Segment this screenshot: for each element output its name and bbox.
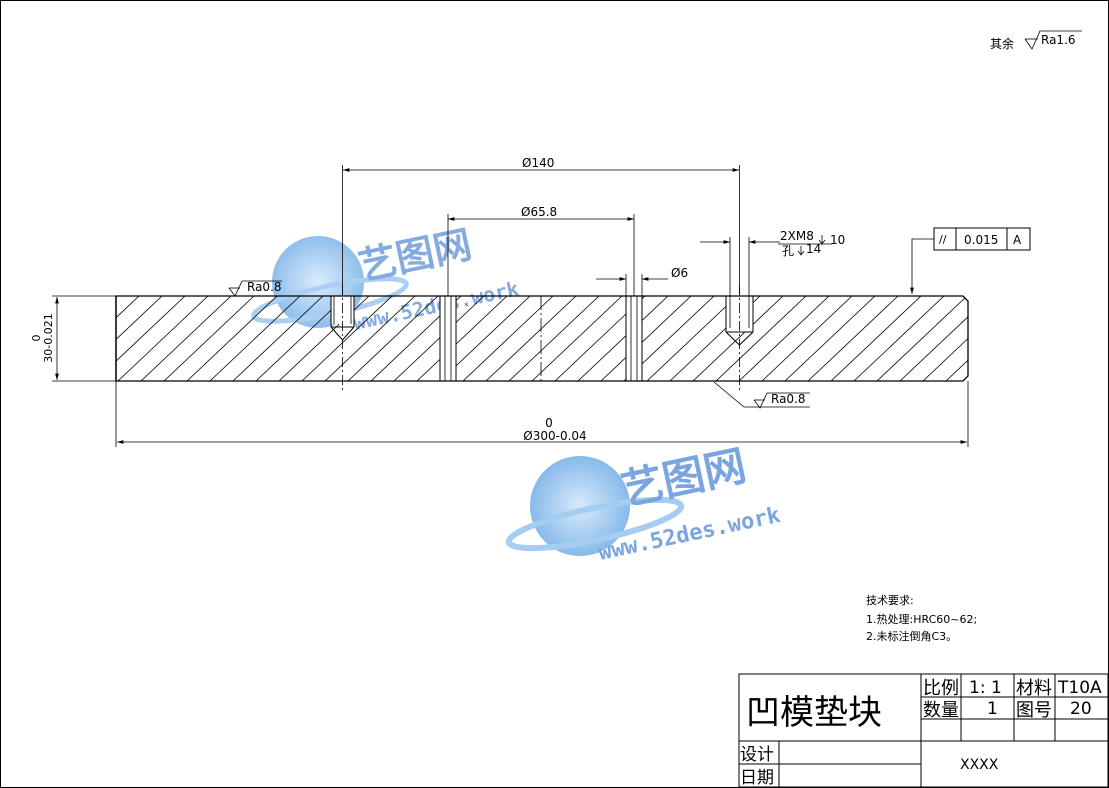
tolerance-frame: // 0.015 A bbox=[910, 227, 1031, 294]
quantity-label: 数量 bbox=[923, 700, 959, 721]
hole-label-text: 孔 bbox=[782, 244, 794, 258]
surface-finish-icon bbox=[1024, 30, 1082, 50]
drawing-no-label: 图号 bbox=[1016, 700, 1052, 721]
watermark-center: 艺图网 www.52des.work bbox=[505, 441, 783, 566]
finish-value: Ra1.6 bbox=[1041, 33, 1076, 47]
quantity-value: 1 bbox=[987, 699, 998, 719]
thickness-value-text: 30-0.021 bbox=[42, 313, 55, 362]
hatch-line bbox=[324, 296, 416, 381]
hatch-line bbox=[646, 296, 738, 381]
part-section bbox=[115, 285, 1059, 390]
tolerance-value: 0.015 bbox=[964, 233, 998, 247]
finish-top-text: Ra0.8 bbox=[247, 280, 282, 294]
dimension-pin-hole: Ø6 bbox=[596, 266, 688, 296]
dimension-thickness: 0 30-0.021 bbox=[30, 295, 116, 382]
thread-depth-text: 10 bbox=[830, 233, 845, 247]
part-outline bbox=[115, 295, 969, 382]
general-surface-finish: 其余 Ra1.6 bbox=[990, 30, 1082, 51]
dimension-inner-circle: Ø65.8 bbox=[447, 205, 635, 296]
hatch-line bbox=[209, 296, 301, 381]
dimension-diameter: 0 Ø300-0.04 bbox=[115, 381, 969, 447]
hatch-line bbox=[462, 296, 554, 381]
date-label: 日期 bbox=[740, 768, 774, 788]
diameter-tol-text: 0 bbox=[545, 416, 553, 430]
part-name: 凹模垫块 bbox=[746, 693, 882, 733]
watermark-top: 艺图网 www.52des.work bbox=[251, 222, 521, 335]
surface-finish-bottom: Ra0.8 bbox=[713, 381, 810, 409]
threaded-hole-left bbox=[330, 285, 355, 390]
hatch-line bbox=[945, 296, 968, 381]
tech-req-item: 2.未标注倒角C3。 bbox=[866, 629, 957, 643]
hatch-line bbox=[876, 296, 968, 381]
drawing-no-value: 20 bbox=[1070, 699, 1092, 719]
tech-req-title: 技术要求: bbox=[866, 594, 914, 607]
hatch-line bbox=[232, 296, 324, 381]
material-label: 材料 bbox=[1016, 678, 1052, 699]
hatch-line bbox=[577, 296, 669, 381]
dim-inner-circle-text: Ø65.8 bbox=[521, 205, 557, 219]
hatch-line bbox=[922, 296, 968, 381]
hatch-line bbox=[140, 296, 232, 381]
finish-prefix: 其余 bbox=[990, 36, 1014, 51]
tech-requirements: 技术要求: 1.热处理:HRC60~62; 2.未标注倒角C3。 bbox=[866, 594, 977, 643]
depth-icon bbox=[797, 246, 805, 256]
hatch-line bbox=[301, 296, 393, 381]
hatch-line bbox=[393, 296, 485, 381]
hatch-line bbox=[508, 296, 600, 381]
scale-label: 比例 bbox=[923, 678, 959, 699]
hatch-line bbox=[416, 296, 508, 381]
hatch-line bbox=[692, 296, 784, 381]
hatch-line bbox=[117, 296, 209, 381]
thread-spec-text: 2XM8 bbox=[780, 229, 814, 243]
hatch-line bbox=[116, 296, 186, 381]
dim-bolt-circle-text: Ø140 bbox=[522, 156, 554, 170]
section-hatching bbox=[116, 296, 1059, 381]
hatch-line bbox=[853, 296, 945, 381]
hatch-line bbox=[116, 296, 140, 381]
dimension-bolt-circle: Ø140 bbox=[342, 156, 740, 296]
hatch-line bbox=[163, 296, 255, 381]
globe-icon bbox=[530, 456, 630, 556]
hatch-line bbox=[116, 296, 163, 381]
thread-callout: 2XM8 10 孔 14 bbox=[700, 229, 845, 296]
hatch-line bbox=[899, 296, 968, 381]
parallelism-icon: // bbox=[939, 233, 947, 246]
watermark-brand: 艺图网 bbox=[617, 441, 750, 515]
hatch-line bbox=[784, 296, 876, 381]
watermark-brand: 艺图网 bbox=[355, 222, 476, 289]
surface-finish-top: Ra0.8 bbox=[228, 280, 282, 297]
hatch-line bbox=[830, 296, 922, 381]
dim-pin-hole-text: Ø6 bbox=[671, 266, 688, 280]
surface-finish-icon bbox=[753, 392, 810, 409]
company-name: XXXX bbox=[960, 757, 999, 773]
scale-value: 1: 1 bbox=[969, 678, 1002, 698]
hatch-line bbox=[485, 296, 577, 381]
finish-bottom-text: Ra0.8 bbox=[771, 392, 806, 406]
hatch-line bbox=[186, 296, 278, 381]
threaded-hole-right bbox=[725, 285, 754, 390]
diameter-value-text: Ø300-0.04 bbox=[523, 429, 586, 443]
thickness-tol-text: 0 bbox=[30, 335, 43, 342]
hatch-line bbox=[715, 296, 807, 381]
hatch-line bbox=[738, 296, 830, 381]
hatch-line bbox=[347, 296, 439, 381]
pin-hole-left bbox=[439, 296, 457, 381]
hatch-line bbox=[531, 296, 623, 381]
design-label: 设计 bbox=[740, 745, 774, 765]
hatch-line bbox=[600, 296, 692, 381]
hatch-line bbox=[969, 296, 1059, 381]
title-block: 凹模垫块 比例 1: 1 材料 T10A 数量 1 图号 20 设计 日期 XX… bbox=[738, 673, 1109, 788]
hatch-line bbox=[761, 296, 853, 381]
surface-finish-icon bbox=[228, 280, 282, 297]
material-value: T10A bbox=[1057, 678, 1102, 698]
hole-depth-text: 14 bbox=[806, 242, 821, 256]
pin-hole-right bbox=[625, 296, 643, 381]
tech-req-item: 1.热处理:HRC60~62; bbox=[866, 613, 977, 626]
datum-letter: A bbox=[1013, 233, 1022, 247]
hatch-line bbox=[807, 296, 899, 381]
